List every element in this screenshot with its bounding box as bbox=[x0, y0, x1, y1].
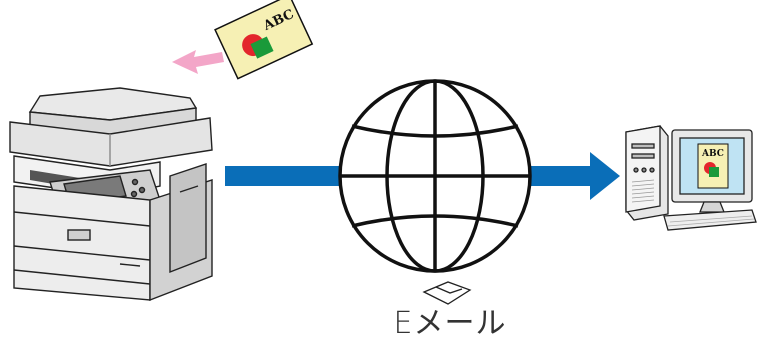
email-label: Eメール bbox=[393, 306, 507, 341]
desktop-computer-icon: ABC bbox=[625, 125, 757, 231]
multifunction-printer-icon bbox=[9, 87, 213, 302]
globe-icon bbox=[338, 79, 532, 273]
document-icon: ABC bbox=[214, 0, 314, 80]
pink-scan-arrow bbox=[172, 50, 224, 74]
monitor-document-text: ABC bbox=[701, 149, 724, 159]
email-envelope-icon bbox=[422, 281, 472, 305]
